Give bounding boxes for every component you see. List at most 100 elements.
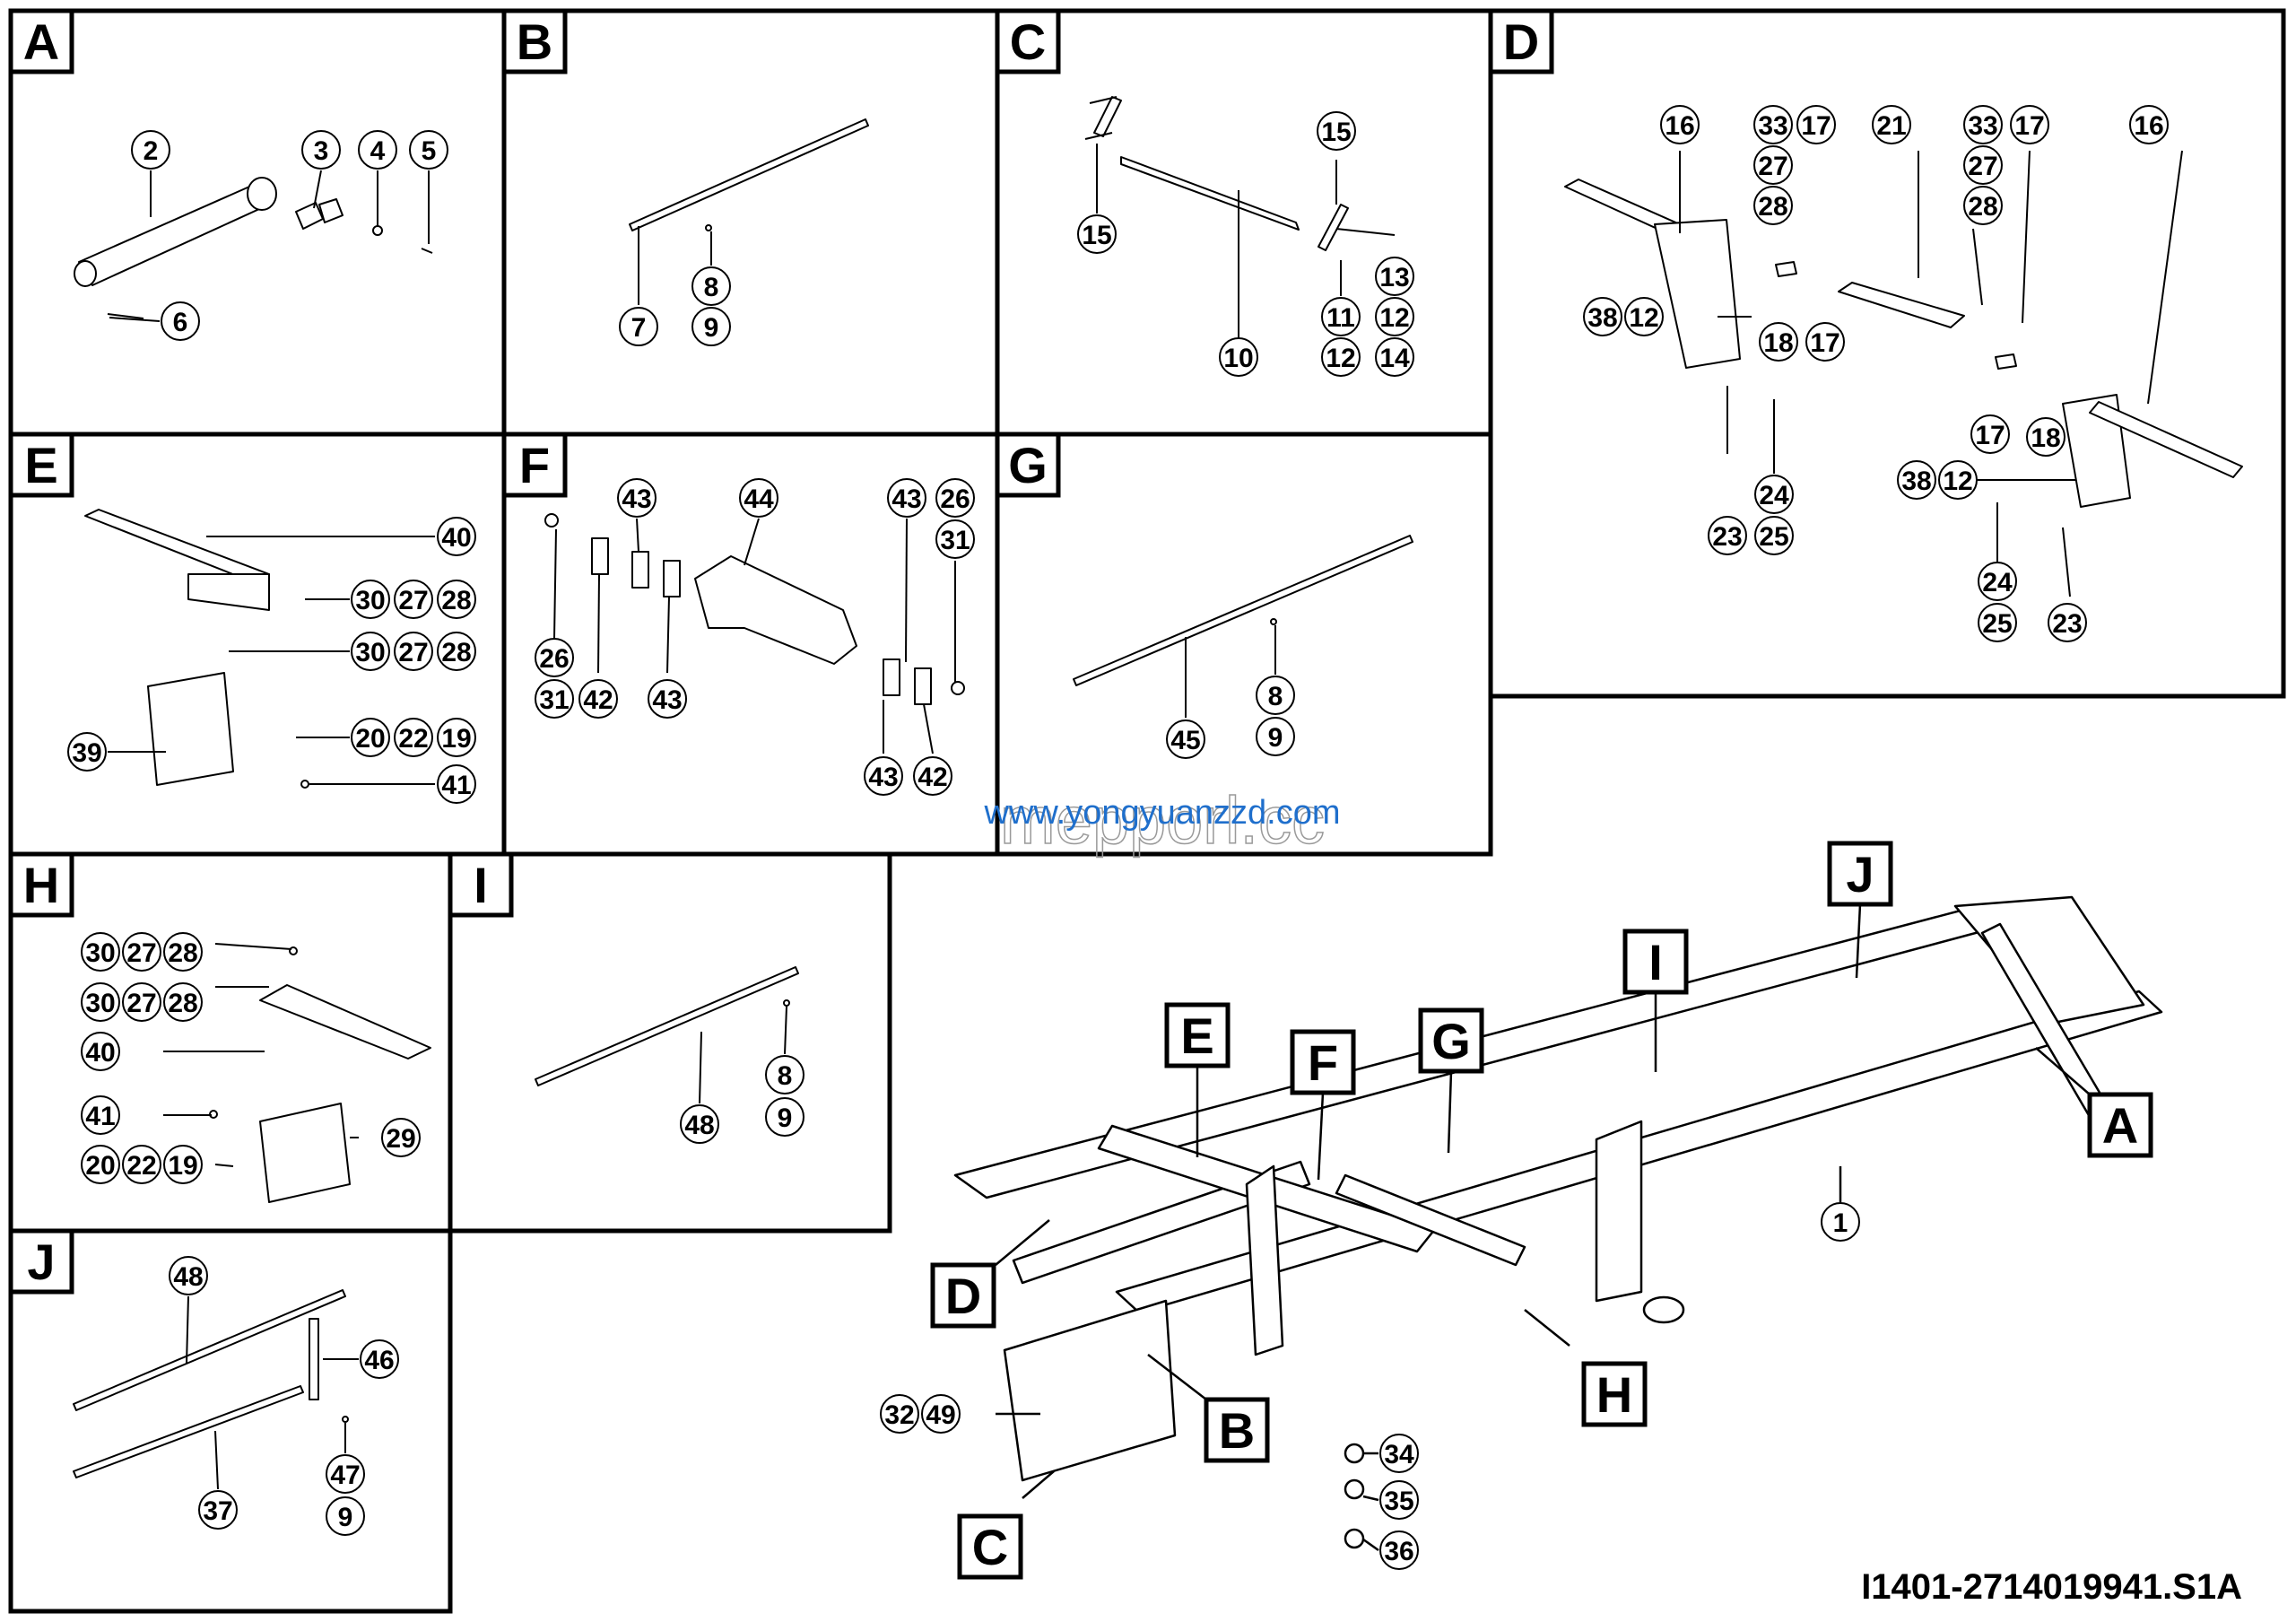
callout: 35 (1379, 1480, 1419, 1520)
main-pointer-lines (995, 903, 2091, 1552)
callout: 6 (161, 301, 200, 341)
svg-text:H: H (1596, 1366, 1632, 1423)
svg-text:F: F (519, 437, 550, 493)
callout: 36 (1379, 1530, 1419, 1570)
callout: 18 (2026, 417, 2066, 457)
callout: 42 (913, 756, 952, 796)
callout: 43 (864, 756, 903, 796)
callout: 27 (1753, 145, 1793, 185)
panel-g-frame (995, 432, 1493, 857)
panel-d-crossmember-drawing (1564, 179, 2243, 508)
location-tag-h: H (1581, 1361, 1648, 1427)
svg-text:19: 19 (441, 724, 471, 754)
panel-j-label: J (8, 1228, 74, 1295)
svg-text:17: 17 (1810, 328, 1839, 358)
svg-text:38: 38 (1901, 467, 1931, 496)
location-tag-b: B (1204, 1397, 1270, 1463)
svg-text:26: 26 (539, 644, 569, 674)
svg-text:8: 8 (1268, 682, 1283, 711)
svg-text:5: 5 (422, 136, 437, 166)
callouts: 2 3 4 5 6 7 8 9 15 15 10 13 11 12 12 14 … (67, 105, 2169, 1570)
panel-d-frame (1488, 8, 2286, 699)
callout: 27 (394, 632, 433, 671)
svg-text:B: B (1219, 1402, 1255, 1459)
callout: 19 (437, 718, 476, 757)
panel-g-strap-drawing (1073, 535, 1413, 686)
svg-text:45: 45 (1170, 726, 1200, 755)
svg-text:48: 48 (173, 1262, 203, 1292)
callout: 23 (2048, 603, 2087, 642)
leader-lines (108, 144, 2183, 1490)
callout: 25 (1754, 516, 1794, 555)
callout: 1 (1821, 1202, 1860, 1242)
svg-text:33: 33 (1968, 111, 1997, 141)
panel-labels: A B C D E F G H I J (8, 8, 1554, 1295)
callout: 4 (358, 130, 397, 170)
svg-text:7: 7 (631, 313, 647, 343)
callout: 26 (935, 478, 975, 518)
svg-text:41: 41 (441, 771, 471, 800)
svg-text:35: 35 (1384, 1487, 1413, 1516)
callout: 22 (394, 718, 433, 757)
drawing-reference-code: I1401-2714019941.S1A (1861, 1567, 2242, 1607)
svg-text:18: 18 (2031, 423, 2060, 453)
panel-a-shaft-drawing (74, 177, 433, 319)
callout: 46 (360, 1339, 399, 1379)
callout: 40 (81, 1032, 120, 1071)
callout: 43 (617, 478, 657, 518)
svg-text:I: I (1648, 934, 1663, 990)
panel-a-frame (8, 8, 507, 437)
svg-text:13: 13 (1379, 263, 1409, 292)
svg-text:D: D (1503, 13, 1539, 70)
panel-f-label: F (501, 432, 568, 498)
panel-h-bracket-drawing (209, 946, 431, 1203)
svg-text:9: 9 (778, 1103, 793, 1133)
svg-text:C: C (972, 1519, 1008, 1575)
svg-text:16: 16 (1665, 111, 1694, 141)
svg-text:46: 46 (364, 1346, 394, 1375)
callout: 10 (1219, 337, 1258, 377)
svg-text:26: 26 (940, 484, 970, 514)
svg-text:8: 8 (704, 273, 719, 302)
callout: 32 (880, 1394, 919, 1434)
svg-text:42: 42 (583, 685, 613, 715)
svg-text:27: 27 (1968, 152, 1997, 181)
callout: 30 (81, 982, 120, 1022)
callout: 20 (351, 718, 390, 757)
svg-text:3: 3 (314, 136, 329, 166)
callout: 27 (1963, 145, 2003, 185)
panel-j-straps-drawing (73, 1289, 349, 1478)
svg-text:27: 27 (126, 989, 156, 1018)
location-tag-a: A (2087, 1092, 2153, 1158)
svg-text:A: A (23, 13, 59, 70)
callout: 29 (381, 1118, 421, 1157)
panel-e-bracket-drawing (84, 509, 309, 789)
svg-text:10: 10 (1223, 344, 1253, 373)
svg-text:28: 28 (441, 586, 471, 615)
callout: 48 (680, 1104, 719, 1144)
location-tag-g: G (1418, 1007, 1484, 1074)
svg-text:C: C (1010, 13, 1046, 70)
svg-text:27: 27 (1758, 152, 1787, 181)
panel-e-label: E (8, 432, 74, 498)
svg-text:D: D (945, 1268, 981, 1324)
part-drawings (73, 96, 2243, 1478)
callout: 8 (1256, 676, 1295, 715)
svg-text:34: 34 (1384, 1440, 1414, 1469)
main-chassis-drawing (953, 895, 2163, 1549)
svg-text:30: 30 (85, 989, 115, 1018)
svg-text:20: 20 (85, 1151, 115, 1181)
panel-i-label: I (448, 851, 514, 918)
svg-text:12: 12 (1379, 303, 1409, 333)
callout: 9 (765, 1097, 804, 1137)
svg-text:9: 9 (1268, 723, 1283, 753)
svg-text:23: 23 (2052, 609, 2082, 639)
callout: 17 (1796, 105, 1836, 144)
callout: 27 (122, 932, 161, 972)
svg-text:14: 14 (1379, 344, 1410, 373)
svg-text:39: 39 (72, 738, 101, 768)
callout: 23 (1708, 516, 1747, 555)
panel-a-label: A (8, 8, 74, 74)
callout: 40 (437, 517, 476, 556)
callout: 24 (1754, 475, 1794, 514)
